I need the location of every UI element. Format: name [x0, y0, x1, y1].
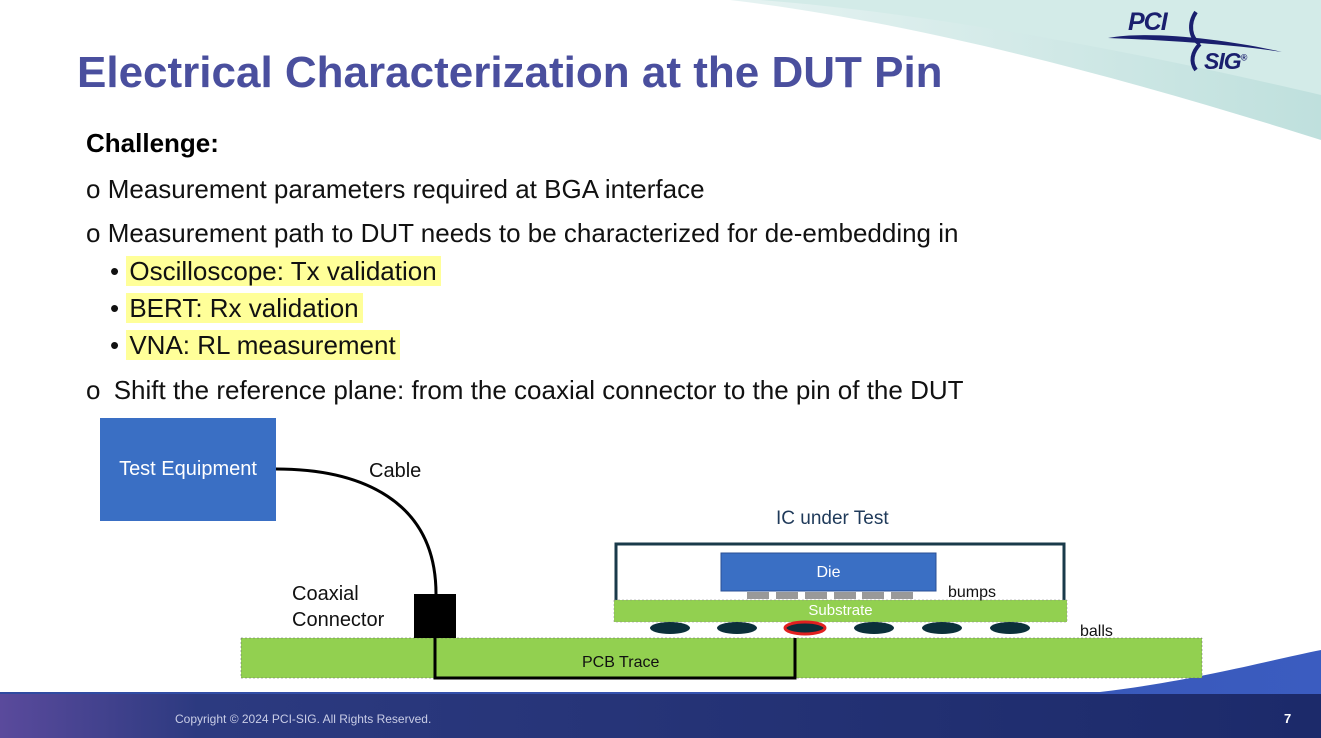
page-number: 7 [1284, 711, 1292, 726]
die [720, 552, 937, 592]
bump [805, 592, 827, 599]
test-equipment-box: Test Equipment [100, 418, 276, 521]
sub-bullet-text: VNA: RL measurement [126, 330, 400, 360]
coaxial-connector-label-line2: Connector [292, 609, 385, 631]
logo-pci-text: PCI [1128, 8, 1168, 36]
bullet-text: Measurement parameters required at BGA i… [107, 174, 705, 204]
sub-bullet-text: Oscilloscope: Tx validation [126, 256, 441, 286]
bullet-1: o Measurement parameters required at BGA… [86, 174, 705, 205]
substrate [613, 599, 1068, 623]
pcb-trace-label: PCB Trace [582, 654, 660, 671]
sub-bullet-marker: • [110, 330, 120, 360]
top-swoosh-light [760, 0, 1321, 95]
bump [862, 592, 884, 599]
test-equipment-label: Test Equipment [119, 458, 257, 480]
ball-highlighted [783, 620, 827, 636]
bullet-3: o Shift the reference plane: from the co… [86, 375, 964, 406]
ball [650, 622, 690, 634]
pcb-board [240, 637, 1203, 679]
coaxial-connector [414, 594, 456, 638]
balls-label: balls [1080, 623, 1113, 640]
bump [747, 592, 769, 599]
coaxial-connector-label-line1: Coaxial [292, 583, 359, 605]
ic-under-test-label: IC under Test [776, 508, 889, 529]
sub-bullet-marker: • [110, 293, 120, 323]
cable-line [275, 467, 438, 595]
ball [854, 622, 894, 634]
bullet-marker: o [86, 174, 101, 204]
bullet-text: Measurement path to DUT needs to be char… [107, 218, 959, 248]
cable-label: Cable [369, 460, 422, 482]
bumps-label: bumps [948, 584, 997, 601]
sub-bullet-text: BERT: Rx validation [126, 293, 363, 323]
bullet-2: o Measurement path to DUT needs to be ch… [86, 218, 958, 249]
die-label: Die [816, 564, 841, 581]
sub-bullet-3: • VNA: RL measurement [110, 330, 400, 361]
sub-bullet-marker: • [110, 256, 120, 286]
logo-sig-text: SIG® [1204, 48, 1247, 74]
bullet-marker: o [86, 218, 101, 248]
substrate-label: Substrate [808, 602, 873, 619]
bump [834, 592, 856, 599]
bump [891, 592, 913, 599]
sub-bullet-2: • BERT: Rx validation [110, 293, 363, 324]
logo-swoosh [1108, 35, 1282, 52]
pcb-trace-line [433, 638, 797, 680]
ball [990, 622, 1030, 634]
page-title: Electrical Characterization at the DUT P… [77, 48, 943, 97]
bump [776, 592, 798, 599]
ball [922, 622, 962, 634]
sub-bullet-1: • Oscilloscope: Tx validation [110, 256, 441, 287]
ball [717, 622, 757, 634]
bullet-text: Shift the reference plane: from the coax… [113, 375, 964, 405]
challenge-heading: Challenge: [86, 128, 219, 158]
bullet-marker: o [86, 375, 101, 405]
footer-copyright: Copyright © 2024 PCI-SIG. All Rights Res… [175, 712, 432, 726]
footer-band [0, 694, 1321, 738]
